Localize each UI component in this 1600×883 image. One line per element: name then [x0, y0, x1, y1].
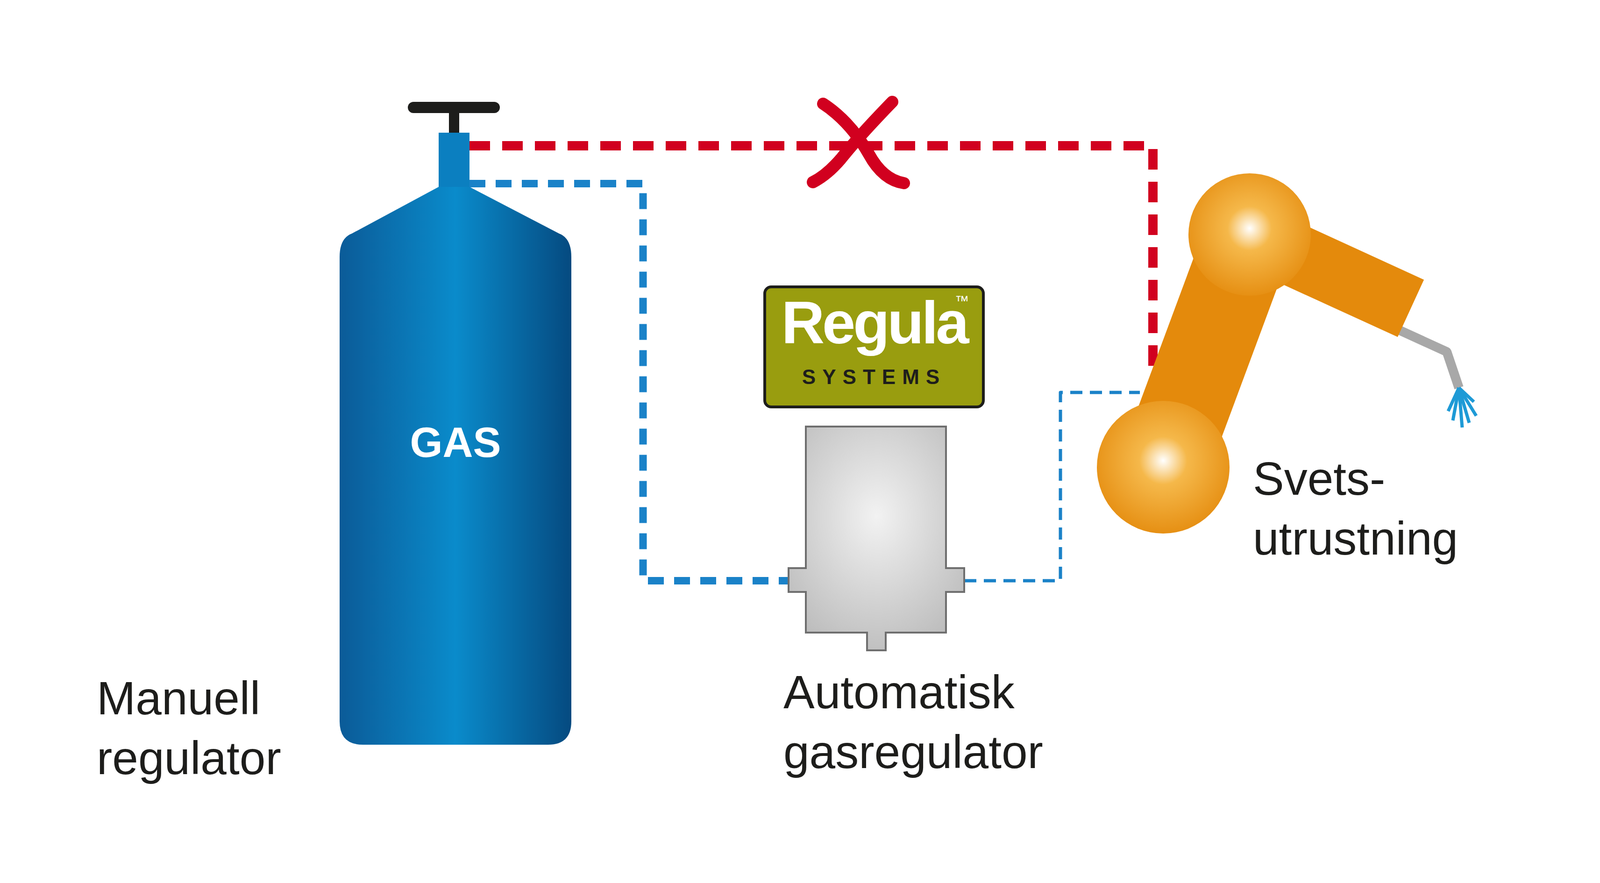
- text-slot: SYSTEMS: [763, 364, 985, 390]
- node-label: Automatisk gasregulator: [783, 661, 1083, 782]
- cylinder-body: [339, 186, 572, 745]
- gas-cylinder: GASManuell regulator: [339, 98, 572, 745]
- robot-base-joint: [1096, 400, 1230, 534]
- welding-robot: Svets- utrustning: [1093, 168, 1477, 538]
- robot-joint: [1188, 173, 1311, 296]
- valve-handle: [407, 101, 500, 114]
- text-slot: ™: [954, 293, 979, 308]
- text-slot: Automatisk gasregulator: [783, 661, 1083, 782]
- text-slot: Manuell regulator: [96, 668, 331, 788]
- gas-regulator-shape: [788, 426, 965, 651]
- valve-stem: [448, 112, 460, 134]
- gas-spray: [1448, 387, 1477, 428]
- text-slot: Svets- utrustning: [1252, 448, 1473, 569]
- logo-box: Regula™ SYSTEMS: [763, 285, 985, 409]
- regulator-body: [788, 426, 965, 651]
- text-slot: Regula: [763, 290, 985, 356]
- node-label: SYSTEMS: [763, 364, 985, 390]
- gas-regulator: Automatisk gasregulator: [788, 426, 965, 651]
- node-label: Manuell regulator: [96, 668, 331, 788]
- text-slot: GAS: [339, 415, 572, 470]
- cross-mark: [812, 101, 904, 184]
- node-label: Svets- utrustning: [1252, 448, 1473, 569]
- cylinder-neck: [438, 132, 470, 194]
- node-label: ™: [954, 293, 979, 308]
- node-label: GAS: [339, 415, 572, 470]
- node-label: Regula: [763, 290, 985, 356]
- cross-stroke: [812, 101, 893, 183]
